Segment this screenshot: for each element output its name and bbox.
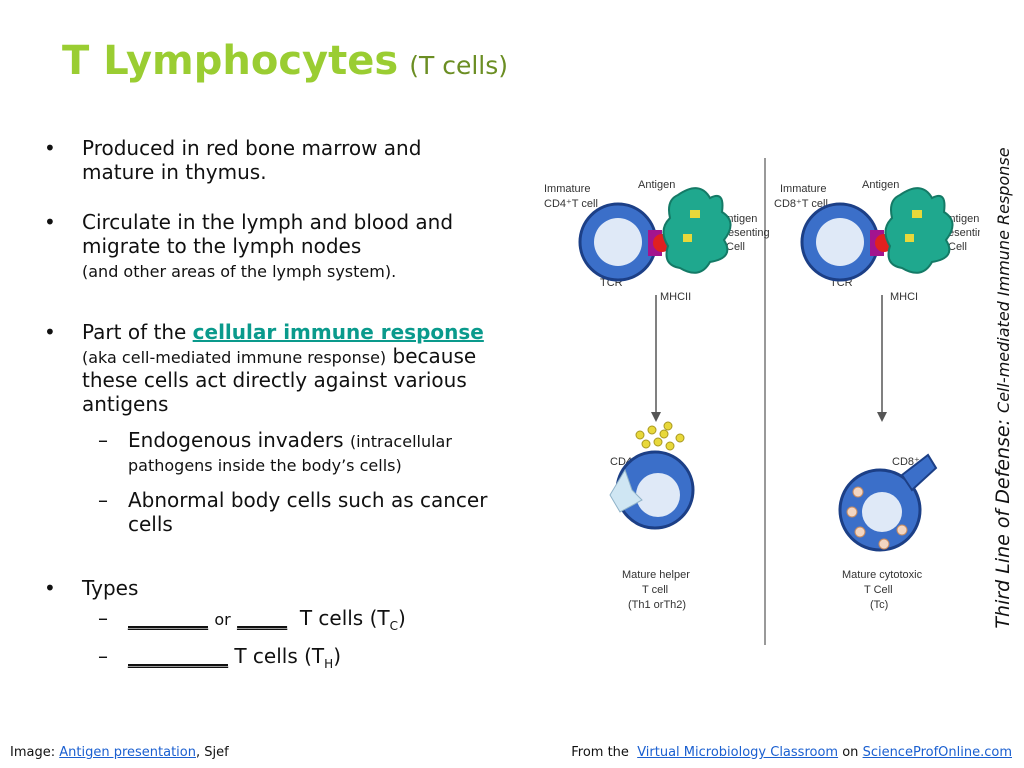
bullet-1: • Produced in red bone marrow and mature…	[44, 136, 422, 184]
cd4-nucleus	[594, 218, 642, 266]
type-1-text: T cells (T	[299, 606, 390, 630]
type-2-blank: __________	[128, 644, 228, 668]
right-antigen-label: Antigen	[862, 179, 899, 191]
sub-bullet-1: – Endogenous invaders (intracellular pat…	[98, 428, 452, 475]
bullet-2: • Circulate in the lymph and blood and m…	[44, 210, 454, 281]
bullet-4: • Types	[44, 576, 139, 600]
cellular-immune-response-link[interactable]: cellular immune response	[192, 320, 484, 344]
slide-title: T Lymphocytes (T cells)	[62, 38, 508, 84]
source-on: on	[842, 745, 859, 760]
antigen-fragment	[912, 210, 922, 218]
bullet-list: • Produced in red bone marrow and mature…	[44, 136, 494, 676]
antigen-presenting-cell	[662, 187, 732, 274]
helper-nucleus	[636, 473, 680, 517]
title-main: T Lymphocytes	[62, 38, 399, 84]
sub-bullet-1-text: Endogenous invaders	[128, 428, 344, 452]
antigen-fragment	[690, 210, 700, 218]
title-sub: (T cells)	[409, 51, 509, 80]
bullet-3: • Part of the cellular immune response (…	[44, 320, 484, 416]
virtual-microbiology-classroom-link[interactable]: Virtual Microbiology Classroom	[637, 745, 839, 760]
right-apc-label-3: Cell	[948, 241, 967, 253]
left-panel: Immature CD4⁺T cell Antigen Antigen Pres…	[544, 179, 770, 611]
type-1-blank-1: ________	[128, 606, 208, 630]
right-result-2: T Cell	[864, 584, 893, 596]
antigen-presentation-diagram: Immature CD4⁺T cell Antigen Antigen Pres…	[544, 158, 980, 645]
antigen-presentation-link[interactable]: Antigen presentation	[59, 745, 196, 760]
right-panel: Immature CD8⁺T cell Antigen Antigen Pres…	[774, 179, 980, 611]
cd8-receptor	[900, 453, 938, 492]
cd4-receptor-block	[609, 468, 643, 513]
left-antigen-label: Antigen	[638, 179, 675, 191]
sub-bullet-1-note: (intracellular pathogens inside the body…	[128, 432, 452, 475]
antigen-fragment	[905, 234, 914, 242]
bullet-3-pre: Part of the	[82, 320, 187, 344]
sub-bullet-2: – Abnormal body cells such as cancer cel…	[98, 488, 488, 536]
image-credit-author: , Sjef	[195, 745, 229, 760]
image-credit-label: Image:	[10, 745, 56, 760]
left-cd4-label: CD4⁺T cell	[544, 198, 598, 210]
cytokine-dots	[635, 421, 685, 451]
type-1-blank-2: _____	[237, 606, 288, 630]
type-1: – ________ or _____ T cells (TC)	[98, 606, 406, 633]
type-2-text: T cells (T	[234, 644, 325, 668]
bullet-3-note: (aka cell-mediated immune response)	[82, 348, 387, 367]
left-immature-label: Immature	[544, 183, 590, 195]
arrow-head	[877, 412, 887, 422]
vertical-side-title: Third Line of Defense: Cell-mediated Imm…	[992, 103, 1014, 673]
bullet-4-text: Types	[82, 576, 139, 600]
arrow-head	[651, 412, 661, 422]
cytotoxic-nucleus	[862, 492, 902, 532]
antigen-presenting-cell	[884, 187, 954, 274]
right-mhc-label: MHCI	[890, 291, 918, 303]
right-result-1: Mature cytotoxic	[842, 569, 923, 581]
granules	[846, 486, 908, 550]
type-1-subscript: C	[389, 619, 398, 633]
antigen-fragment	[683, 234, 692, 242]
type-1-or: or	[214, 610, 231, 629]
scienceprofonline-link[interactable]: ScienceProfOnline.com	[862, 745, 1012, 760]
left-apc-label-3: Cell	[726, 241, 745, 253]
source-credit: From the Virtual Microbiology Classroom …	[571, 745, 1012, 760]
type-2: – __________ T cells (TH)	[98, 644, 341, 671]
right-immature-label: Immature	[780, 183, 826, 195]
image-credit: Image: Antigen presentation, Sjef	[10, 745, 229, 760]
bullet-2-note: (and other areas of the lymph system).	[82, 262, 397, 281]
vertical-title-main: Third Line of Defense:	[992, 419, 1014, 629]
left-result-1: Mature helper	[622, 569, 690, 581]
bullet-1-text: Produced in red bone marrow and mature i…	[82, 136, 422, 184]
right-cd8-bottom-label: CD8⁺	[892, 456, 920, 468]
type-2-close: )	[333, 644, 341, 668]
source-from: From the	[571, 745, 629, 760]
bullet-3-post: because these cells act directly against…	[82, 344, 477, 416]
left-mhc-label: MHCII	[660, 291, 691, 303]
right-result-3: (Tc)	[870, 599, 888, 611]
vertical-title-sub: Cell-mediated Immune Response	[994, 147, 1013, 413]
sub-bullet-2-text: Abnormal body cells such as cancer cells	[128, 488, 488, 536]
cd8-nucleus	[816, 218, 864, 266]
bullet-2-text: Circulate in the lymph and blood and mig…	[82, 210, 454, 258]
left-result-3: (Th1 orTh2)	[628, 599, 686, 611]
type-1-close: )	[398, 606, 406, 630]
right-cd8-label: CD8⁺T cell	[774, 198, 828, 210]
left-result-2: T cell	[642, 584, 668, 596]
type-2-subscript: H	[324, 657, 334, 671]
